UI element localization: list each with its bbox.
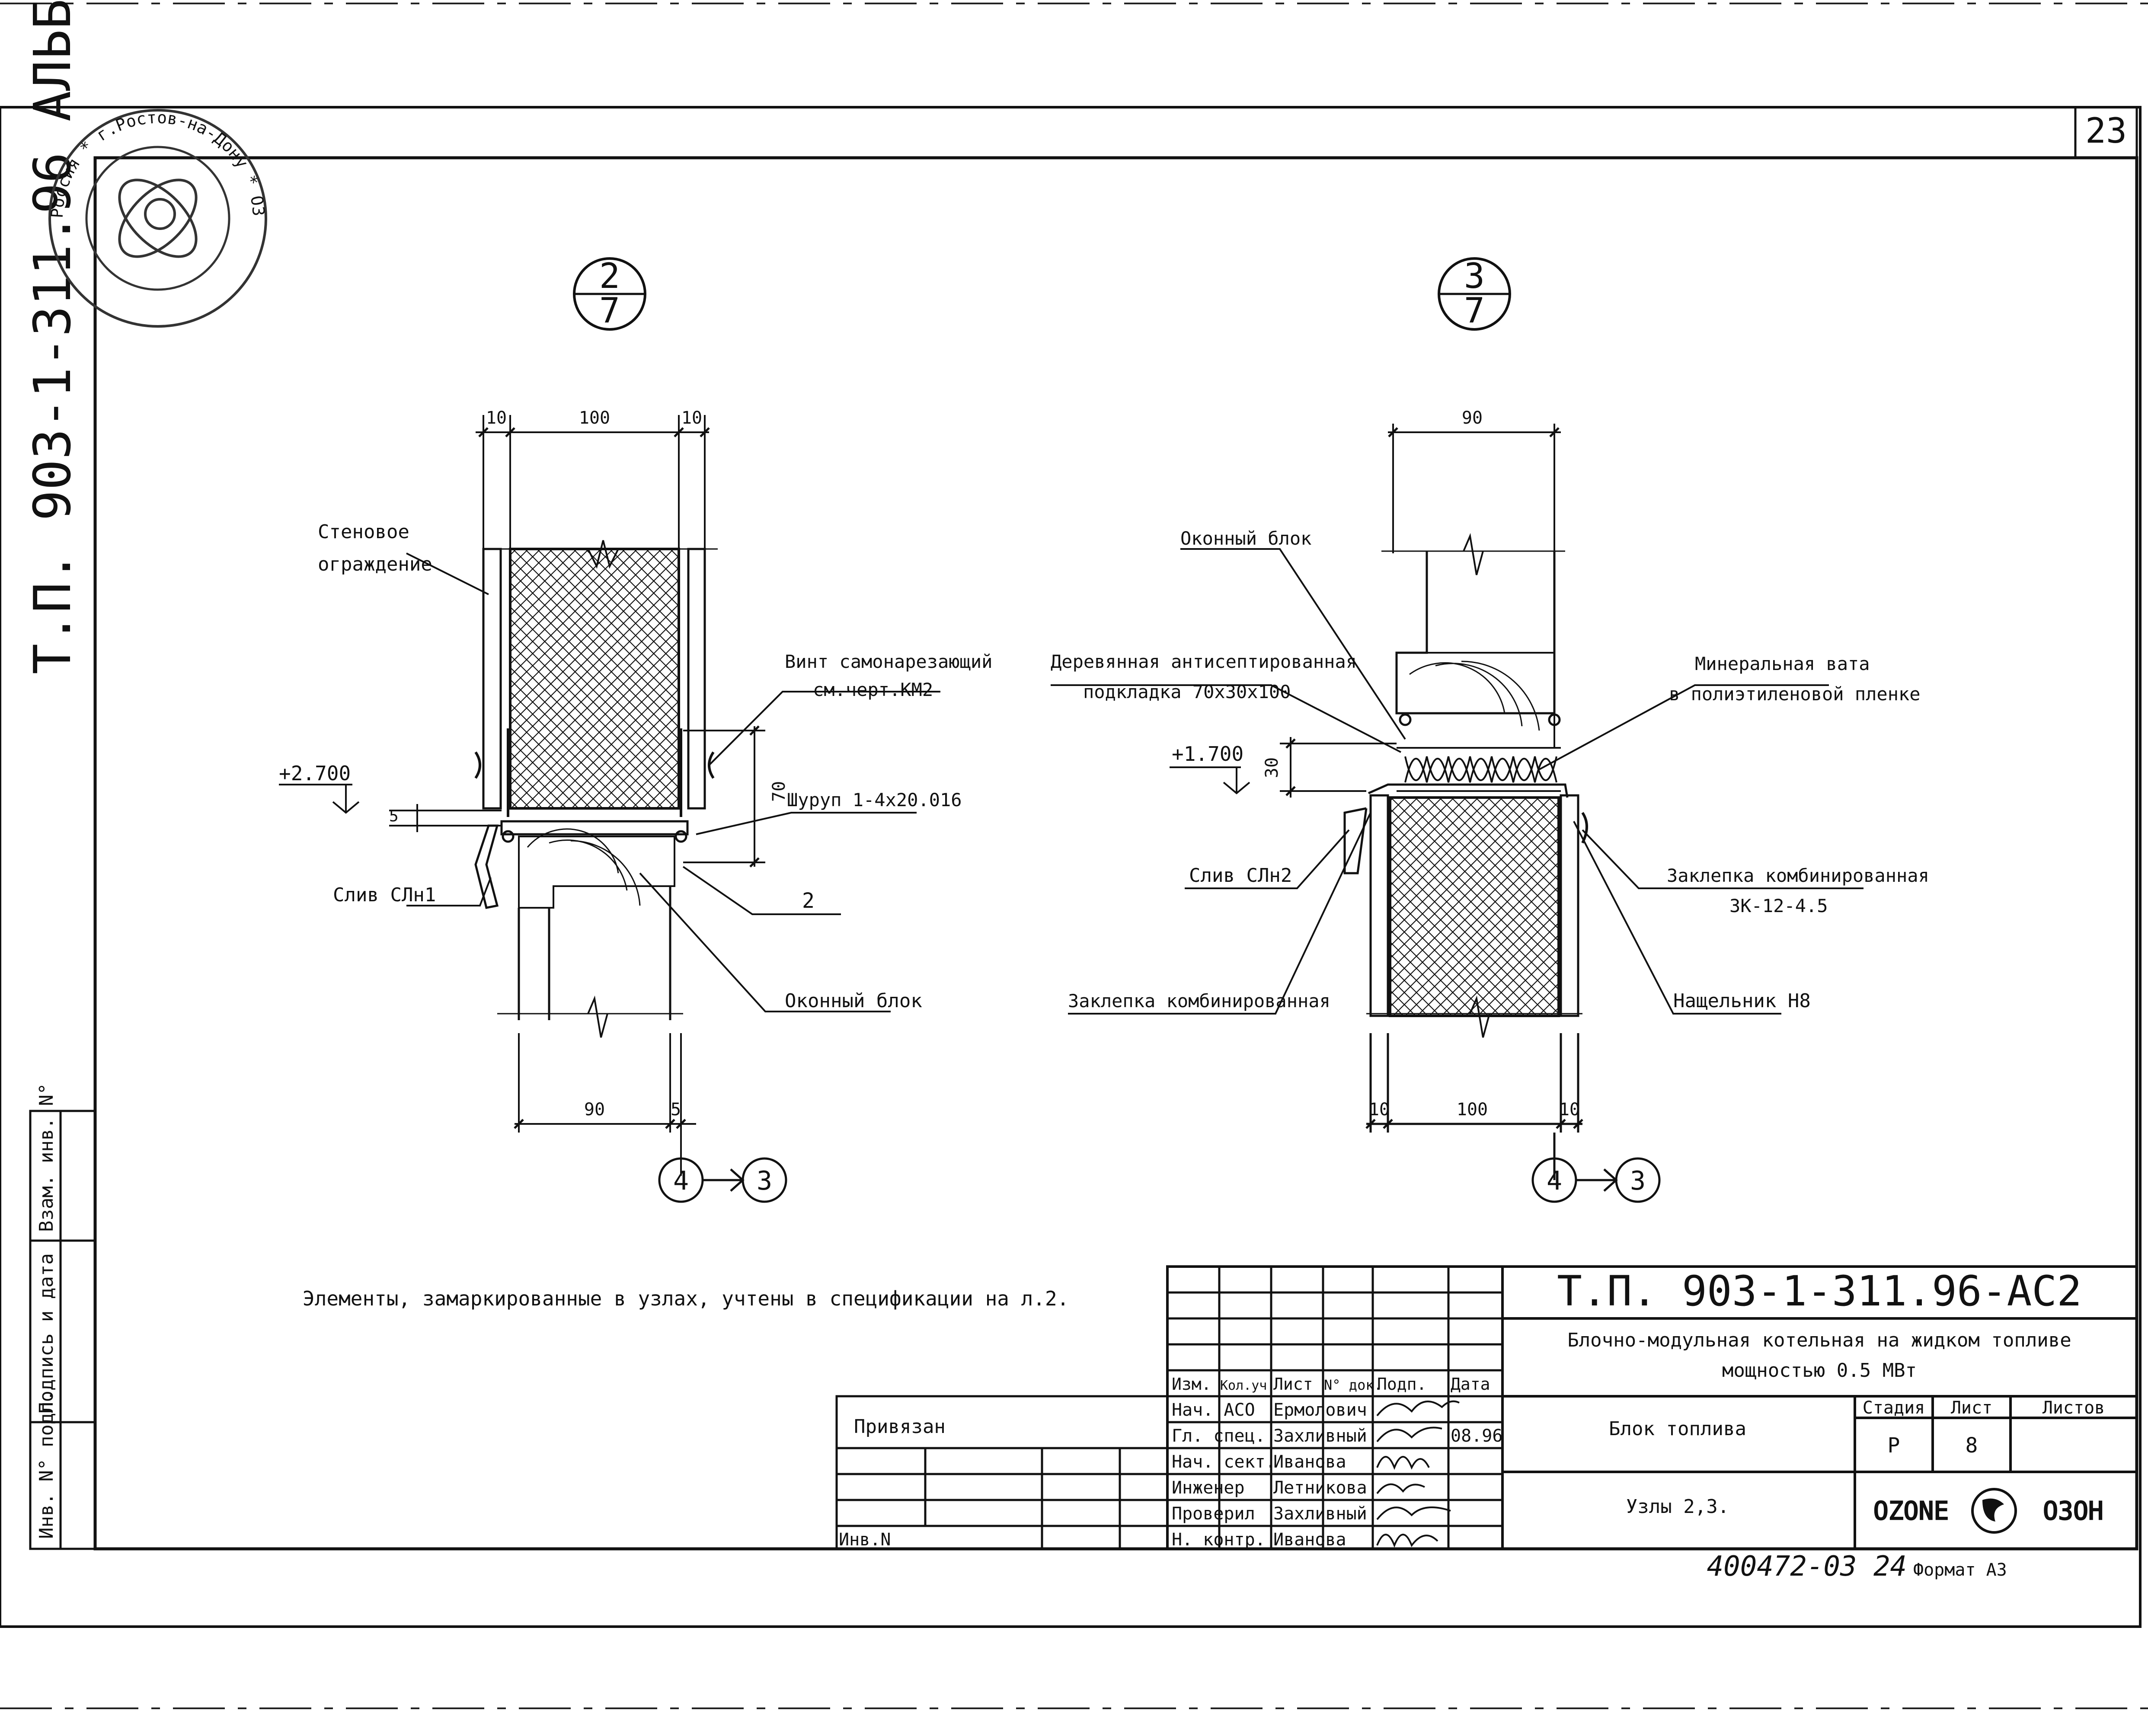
label-rivet-right-line1: Заклепка комбинированная: [1667, 865, 1929, 886]
bound-label: Привязан: [854, 1416, 946, 1438]
hdr-ndoc: N° док.: [1324, 1377, 1382, 1393]
hdr-list: Лист: [1273, 1375, 1313, 1394]
node-left: 2 7 10 100 10: [279, 256, 992, 1203]
label-screw: Винт самонарезающий: [785, 651, 992, 672]
row-name-3: Летникова: [1273, 1478, 1367, 1498]
block-name: Блок топлива: [1609, 1418, 1746, 1440]
label-wool-line2: в полиэтиленовой пленке: [1669, 683, 1921, 705]
row-name-0: Ермолович: [1273, 1400, 1367, 1420]
strip-label-vzam-inv: Взам. инв. N°: [35, 1083, 58, 1232]
org-seal: [48, 109, 267, 328]
project-line1: Блочно-модульная котельная на жидком топ…: [1567, 1329, 2071, 1351]
hdr-izm: Изм.: [1172, 1375, 1211, 1394]
callout-circle-right: 3 7: [1438, 256, 1511, 331]
row-name-4: Захливный: [1273, 1504, 1367, 1524]
strip-label-signature-date: Подпись и дата: [35, 1253, 58, 1414]
label-wood-screw: Шуруп 1-4х20.016: [787, 789, 962, 811]
sheet-value: 8: [1966, 1433, 1978, 1458]
callout-left-bottom: 7: [599, 290, 620, 331]
label-screw-ref: см.черт.КМ2: [813, 679, 933, 700]
label-rivet-left: Заклепка комбинированная: [1068, 990, 1330, 1012]
page-number: 23: [2085, 111, 2127, 151]
row-role-2: Нач. сект.: [1172, 1452, 1276, 1472]
callout-right-top: 3: [1464, 256, 1485, 296]
level-left: +2.700: [279, 762, 351, 785]
left-strip: [29, 1110, 96, 1550]
label-rivet-right-line2: ЗК-12-4.5: [1729, 895, 1828, 916]
row-role-0: Нач. АСО: [1172, 1400, 1255, 1420]
node-right: 3 7 90: [1051, 256, 1929, 1203]
label-wool-line1: Минеральная вата: [1695, 653, 1870, 674]
label-wall-line1: Стеновое: [318, 521, 409, 543]
label-window-right: Оконный блок: [1180, 528, 1311, 549]
row-name-2: Иванова: [1273, 1452, 1346, 1472]
label-window-left: Оконный блок: [785, 990, 922, 1012]
hdr-podp: Подп.: [1377, 1375, 1426, 1394]
general-note: Элементы, замаркированные в узлах, учтен…: [303, 1287, 1069, 1310]
hdr-kolich: Кол.уч.: [1220, 1378, 1275, 1393]
section-left-from: 4: [673, 1166, 689, 1196]
dim-left-bottom-90: 90: [584, 1100, 605, 1120]
hdr-data: Дата: [1451, 1375, 1490, 1394]
dim-left-small-5: 5: [389, 807, 399, 825]
row-role-5: Н. контр.: [1172, 1530, 1266, 1550]
stage-value: Р: [1888, 1433, 1900, 1458]
side-title: Т.П. 903-1-311.96 АЛЬБОМ 3: [22, 0, 82, 674]
row-role-1: Гл. спец.: [1172, 1426, 1266, 1446]
label-mark-2: 2: [802, 889, 815, 913]
insulation-panel-left: [509, 548, 680, 810]
label-drip-right: Слив СЛн2: [1189, 865, 1292, 887]
label-flashing: Нащельник Н8: [1673, 990, 1811, 1012]
section-right-from: 4: [1547, 1166, 1562, 1196]
dim-left-top-10b: 10: [681, 408, 702, 428]
org-logo-mark: [1971, 1488, 2017, 1534]
org-logo: OZONE ОЗОН: [1873, 1488, 2104, 1534]
callout-left-top: 2: [599, 256, 620, 296]
doc-code: Т.П. 903-1-311.96-АС2: [1557, 1267, 2082, 1315]
label-pad-line2: подкладка 70х30х100: [1083, 681, 1291, 702]
org-logo-left: OZONE: [1873, 1496, 1949, 1525]
section-left-to: 3: [757, 1166, 772, 1196]
label-wall-line2: ограждение: [318, 553, 432, 575]
callout-circle-left: 2 7: [573, 256, 646, 331]
stage-header: Стадия: [1863, 1398, 1925, 1418]
dim-right-bottom-10b: 10: [1559, 1100, 1580, 1120]
format-label: Формат А3: [1913, 1560, 2007, 1580]
sheets-header: Листов: [2043, 1398, 2105, 1418]
dim-right-vertical-30: 30: [1262, 757, 1282, 778]
row-role-3: Инженер: [1172, 1478, 1245, 1498]
row-name-1: Захливный: [1273, 1426, 1367, 1446]
sheet-name: Узлы 2,3.: [1626, 1496, 1729, 1518]
insulation-panel-right: [1389, 796, 1560, 1017]
signatures: [1376, 1400, 1460, 1548]
page-dashed-edges: [0, 3, 2148, 1709]
row-date-1: 08.96: [1451, 1426, 1502, 1446]
label-drip-left: Слив СЛн1: [333, 884, 436, 906]
mineral-wool: [1397, 747, 1561, 792]
dim-left-bottom-5: 5: [671, 1100, 681, 1120]
dim-left-top-10a: 10: [486, 408, 507, 428]
label-pad-line1: Деревянная антисептированная: [1051, 651, 1357, 672]
inv-label: Инв.N: [839, 1530, 891, 1550]
project-line2: мощностью 0.5 МВт: [1722, 1359, 1917, 1382]
strip-label-inv-podl: Инв. N° подл.: [35, 1390, 58, 1539]
org-logo-right: ОЗОН: [2043, 1496, 2103, 1525]
row-role-4: Проверил: [1172, 1504, 1255, 1524]
dim-right-top-90: 90: [1462, 408, 1483, 428]
section-right-to: 3: [1630, 1166, 1646, 1196]
dim-left-top-100: 100: [579, 408, 610, 428]
dim-right-bottom-10a: 10: [1369, 1100, 1390, 1120]
dim-left-vertical-70: 70: [769, 781, 789, 802]
bottom-code: 400472-03 24: [1707, 1551, 1907, 1583]
level-right: +1.700: [1172, 742, 1243, 766]
callout-right-bottom: 7: [1464, 290, 1485, 331]
row-name-5: Иванова: [1273, 1530, 1346, 1550]
dim-right-bottom-100: 100: [1457, 1100, 1488, 1120]
title-block: [835, 1265, 2138, 1550]
sheet-header: Лист: [1951, 1398, 1992, 1418]
